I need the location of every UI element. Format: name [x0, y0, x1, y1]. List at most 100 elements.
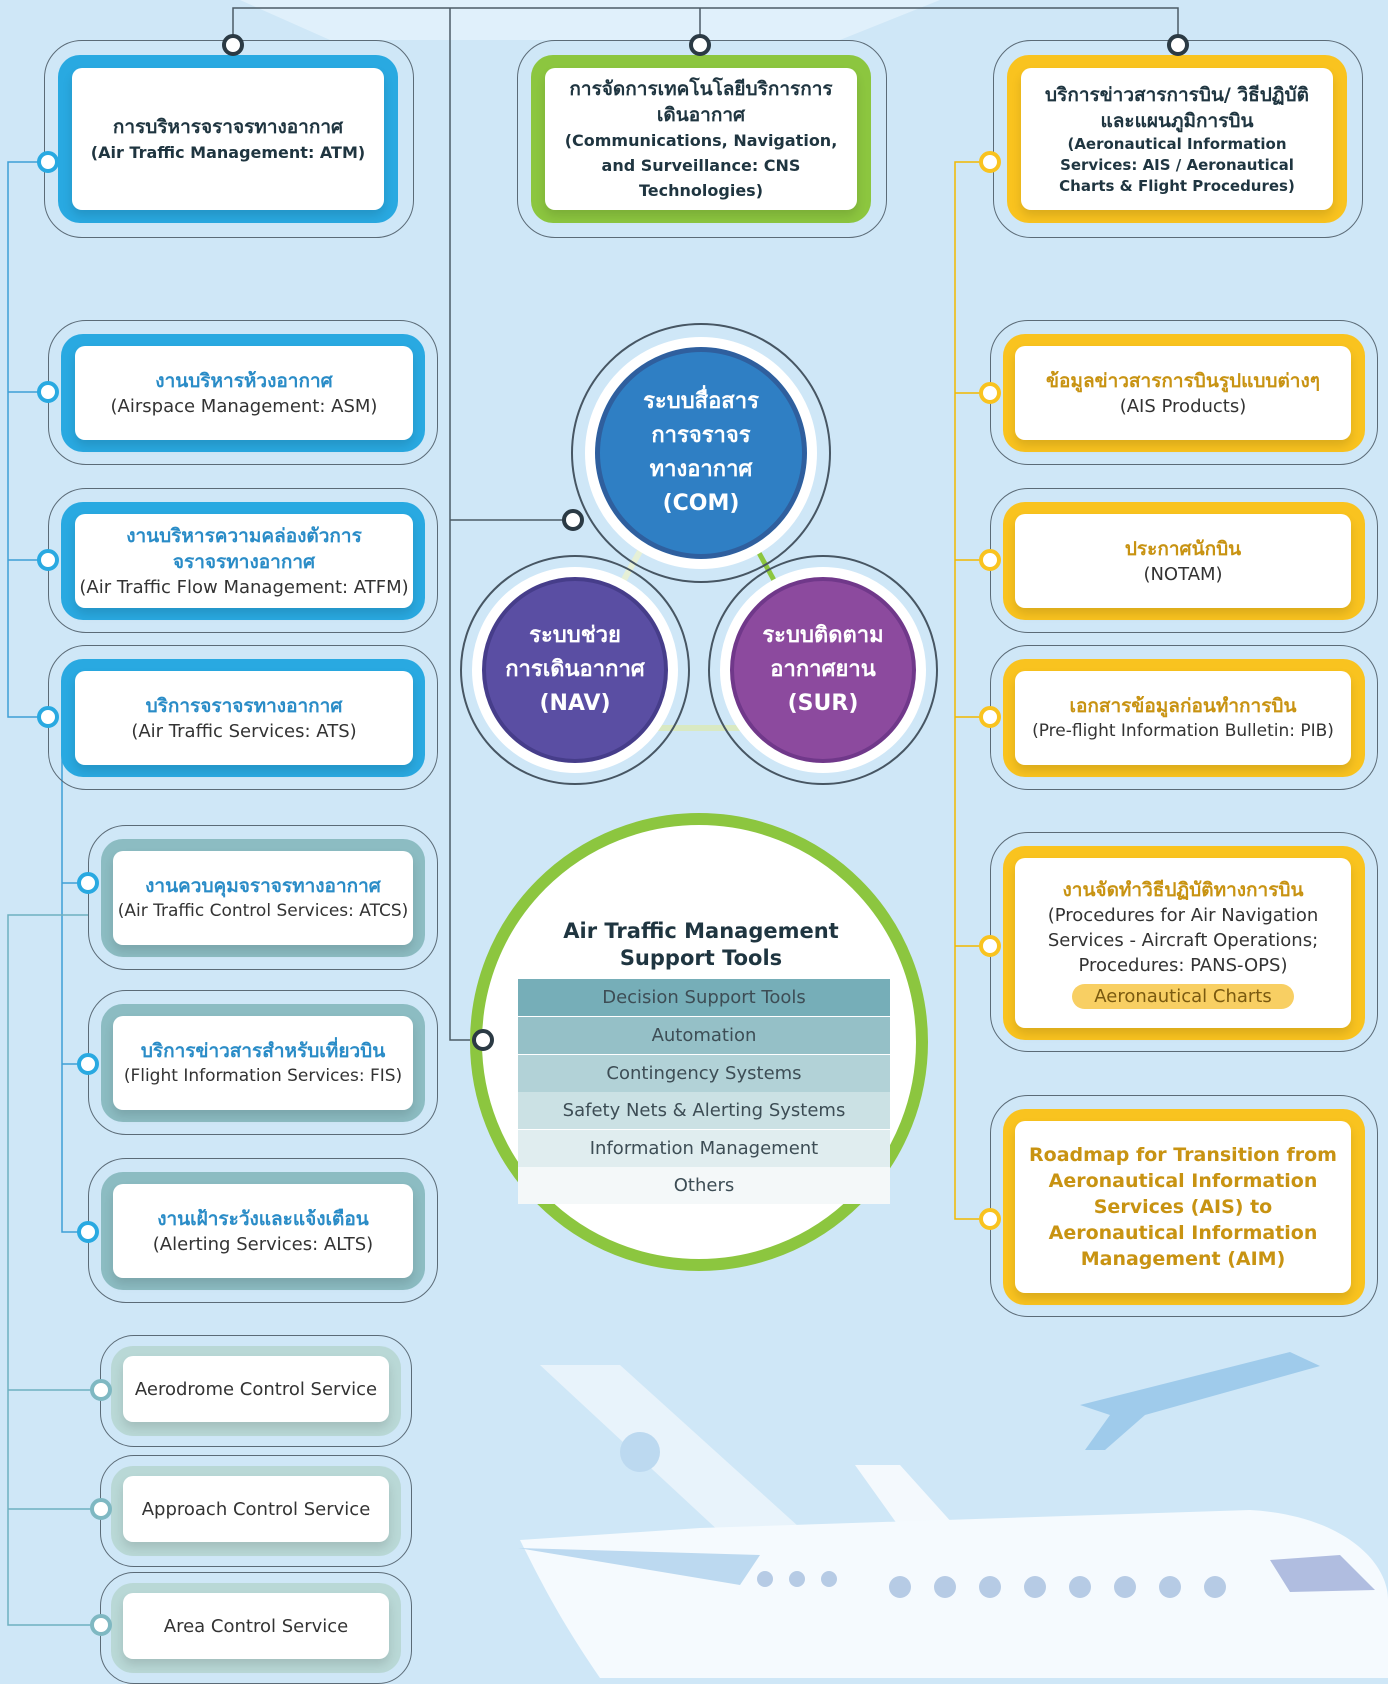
cns-card: การจัดการเทคโนโลยีบริการการเดินอากาศ (Co… [517, 40, 887, 238]
atm-card: การบริหารจราจรทางอากาศ (Air Traffic Mana… [44, 40, 414, 238]
atcs-card: งานควบคุมจราจรทางอากาศ (Air Traffic Cont… [88, 825, 438, 970]
cns-subtitle: (Communications, Navigation, and Surveil… [564, 130, 838, 200]
atcs-subtitle: (Air Traffic Control Services: ATCS) [117, 900, 409, 921]
sur-line-2: อากาศยาน [770, 657, 876, 682]
sur-line-1: ระบบติดตาม [762, 623, 884, 648]
aerodrome-box: Aerodrome Control Service [123, 1356, 389, 1422]
sur-line-3: (SUR) [787, 691, 859, 716]
area-box: Area Control Service [123, 1593, 389, 1659]
connector-dot [979, 935, 1001, 957]
tool-contingency: Contingency Systems [518, 1055, 890, 1092]
nav-line-1: ระบบช่วย [529, 623, 621, 648]
connector-dot [222, 34, 244, 56]
asm-title: งานบริหารห้วงอากาศ [155, 369, 333, 392]
ais-title: บริการข่าวสารการบิน/ วิธีปฏิบัติและแผนภู… [1045, 83, 1309, 132]
notam-title: ประกาศนักบิน [1124, 537, 1242, 560]
connector-dot [472, 1029, 494, 1051]
aeronautical-charts-badge: Aeronautical Charts [1072, 984, 1294, 1009]
connector-dot [77, 872, 99, 894]
aerodrome-card: Aerodrome Control Service [100, 1335, 412, 1447]
pib-card: เอกสารข้อมูลก่อนทำการบิน (Pre-flight Inf… [990, 645, 1378, 790]
atm-box: การบริหารจราจรทางอากาศ (Air Traffic Mana… [72, 68, 384, 210]
atm-subtitle: (Air Traffic Management: ATM) [90, 142, 366, 162]
pib-box: เอกสารข้อมูลก่อนทำการบิน (Pre-flight Inf… [1015, 671, 1351, 765]
nav-line-3: (NAV) [539, 691, 611, 716]
notam-card: ประกาศนักบิน (NOTAM) [990, 488, 1378, 633]
ais-products-card: ข้อมูลข่าวสารการบินรูปแบบต่างๆ (AIS Prod… [990, 320, 1378, 465]
nav-outer-ring [460, 555, 690, 785]
aim-roadmap-title: Roadmap for Transition from Aeronautical… [1029, 1144, 1337, 1270]
alts-title: งานเฝ้าระวังและแจ้งเตือน [157, 1207, 369, 1230]
com-line-4: (COM) [662, 491, 740, 516]
asm-box: งานบริหารห้วงอากาศ (Airspace Management:… [75, 346, 413, 440]
pib-subtitle: (Pre-flight Information Bulletin: PIB) [1032, 720, 1334, 741]
connector-dot [37, 151, 59, 173]
connector-dot [90, 1498, 112, 1520]
nav-line-2: การเดินอากาศ [505, 657, 645, 682]
pans-ops-box: งานจัดทำวิธีปฏิบัติทางการบิน (Procedures… [1015, 858, 1351, 1028]
connector-dot [689, 34, 711, 56]
connector-dot [979, 382, 1001, 404]
com-line-1: ระบบสื่อสาร [643, 389, 759, 414]
connector-dot [1167, 34, 1189, 56]
pans-ops-title: งานจัดทำวิธีปฏิบัติทางการบิน [1062, 879, 1304, 901]
connector-dot [90, 1614, 112, 1636]
aim-roadmap-box: Roadmap for Transition from Aeronautical… [1015, 1121, 1351, 1293]
connector-dot [37, 706, 59, 728]
connector-dot [37, 549, 59, 571]
connector-dot [979, 1208, 1001, 1230]
tool-information-management: Information Management [518, 1130, 890, 1167]
ats-card: บริการจราจรทางอากาศ (Air Traffic Service… [48, 645, 438, 790]
com-line-2: การจราจร [651, 423, 751, 448]
aerodrome-label: Aerodrome Control Service [134, 1378, 378, 1400]
aim-roadmap-card: Roadmap for Transition from Aeronautical… [990, 1095, 1378, 1317]
pib-title: เอกสารข้อมูลก่อนทำการบิน [1069, 694, 1297, 717]
ais-products-subtitle: (AIS Products) [1119, 395, 1247, 417]
ats-box: บริการจราจรทางอากาศ (Air Traffic Service… [75, 671, 413, 765]
com-circle: ระบบสื่อสาร การจราจร ทางอากาศ (COM) [585, 337, 817, 569]
fis-title: บริการข่าวสารสำหรับเที่ยวบิน [140, 1039, 386, 1062]
connector-dot [979, 706, 1001, 728]
com-line-3: ทางอากาศ [649, 457, 753, 482]
atfm-title: งานบริหารความคล่องตัวการจราจรทางอากาศ [126, 524, 362, 573]
connector-dot [77, 1053, 99, 1075]
notam-subtitle: (NOTAM) [1143, 563, 1223, 585]
alts-box: งานเฝ้าระวังและแจ้งเตือน (Alerting Servi… [113, 1184, 413, 1278]
atfm-box: งานบริหารความคล่องตัวการจราจรทางอากาศ (A… [75, 514, 413, 608]
asm-card: งานบริหารห้วงอากาศ (Airspace Management:… [48, 320, 438, 465]
support-tools-title: Air Traffic Management Support Tools [563, 919, 839, 970]
connector-dot [979, 151, 1001, 173]
ats-title: บริการจราจรทางอากาศ [145, 694, 343, 717]
connector-dot [77, 1221, 99, 1243]
approach-card: Approach Control Service [100, 1455, 412, 1567]
airplane-illustration-icon [518, 1352, 1388, 1678]
ais-subtitle: (Aeronautical Information Services: AIS … [1059, 134, 1295, 195]
atcs-box: งานควบคุมจราจรทางอากาศ (Air Traffic Cont… [113, 851, 413, 945]
cns-title: การจัดการเทคโนโลยีบริการการเดินอากาศ [569, 77, 833, 126]
atfm-subtitle: (Air Traffic Flow Management: ATFM) [79, 576, 409, 598]
tool-automation: Automation [518, 1017, 890, 1054]
pans-ops-subtitle: (Procedures for Air Navigation Services … [1047, 905, 1319, 976]
sur-circle: ระบบติดตาม อากาศยาน (SUR) [720, 567, 926, 773]
connector-dot [37, 381, 59, 403]
ais-card: บริการข่าวสารการบิน/ วิธีปฏิบัติและแผนภู… [993, 40, 1363, 238]
ais-box: บริการข่าวสารการบิน/ วิธีปฏิบัติและแผนภู… [1021, 68, 1333, 210]
connector-dot [90, 1379, 112, 1401]
approach-label: Approach Control Service [141, 1498, 371, 1520]
ats-subtitle: (Air Traffic Services: ATS) [131, 720, 357, 742]
sur-outer-ring [708, 555, 938, 785]
area-label: Area Control Service [163, 1615, 349, 1637]
com-outer-ring [571, 323, 831, 583]
cns-box: การจัดการเทคโนโลยีบริการการเดินอากาศ (Co… [545, 68, 857, 210]
alts-card: งานเฝ้าระวังและแจ้งเตือน (Alerting Servi… [88, 1158, 438, 1303]
pans-ops-card: งานจัดทำวิธีปฏิบัติทางการบิน (Procedures… [990, 832, 1378, 1052]
approach-box: Approach Control Service [123, 1476, 389, 1542]
asm-subtitle: (Airspace Management: ASM) [110, 395, 378, 417]
atfm-card: งานบริหารความคล่องตัวการจราจรทางอากาศ (A… [48, 488, 438, 633]
fis-box: บริการข่าวสารสำหรับเที่ยวบิน (Flight Inf… [113, 1016, 413, 1110]
alts-subtitle: (Alerting Services: ALTS) [152, 1233, 374, 1255]
ais-products-title: ข้อมูลข่าวสารการบินรูปแบบต่างๆ [1046, 369, 1320, 392]
area-card: Area Control Service [100, 1572, 412, 1684]
atcs-title: งานควบคุมจราจรทางอากาศ [145, 874, 381, 897]
connector-dot [562, 509, 584, 531]
